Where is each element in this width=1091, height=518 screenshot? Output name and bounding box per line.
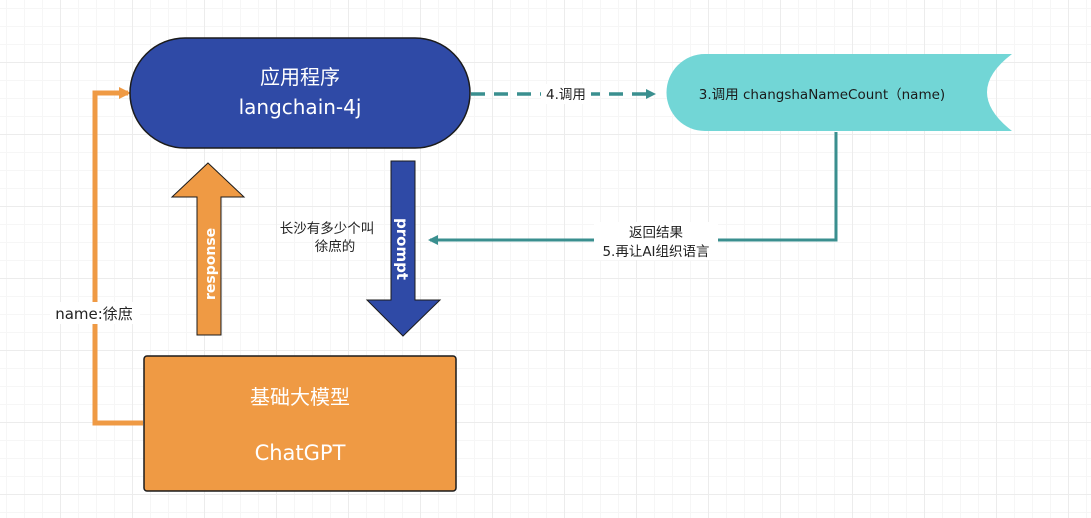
name-edge [92, 87, 143, 426]
result-edge-label-bg [594, 222, 718, 260]
response-arrow-label: response [203, 228, 219, 300]
name-edge-label-bg [50, 302, 140, 324]
app-node-subtitle: langchain-4j [239, 95, 362, 119]
call-edge-label: 4.调用 [546, 87, 586, 103]
model-node-subtitle: ChatGPT [255, 441, 346, 465]
model-node-title: 基础大模型 [250, 385, 350, 409]
prompt-arrow[interactable] [365, 160, 442, 337]
app-node[interactable] [129, 37, 471, 149]
model-node[interactable] [143, 355, 457, 492]
prompt-question-line1: 长沙有多少个叫 [280, 220, 375, 237]
prompt-arrow-label: prompt [393, 218, 411, 280]
result-edge [428, 132, 838, 245]
result-edge-label-line2: 5.再让AI组织语言 [602, 244, 709, 260]
name-edge-label: name:徐庶 [55, 305, 133, 323]
app-node-title: 应用程序 [260, 65, 340, 89]
tool-node[interactable] [666, 54, 1012, 131]
call-edge-label-bg [541, 84, 591, 104]
result-edge-label-line1: 返回结果 [629, 225, 683, 241]
response-arrow[interactable] [170, 162, 246, 336]
tool-node-label: 3.调用 changshaNameCount（name) [699, 87, 945, 103]
prompt-question-line2: 徐庶的 [315, 239, 356, 255]
